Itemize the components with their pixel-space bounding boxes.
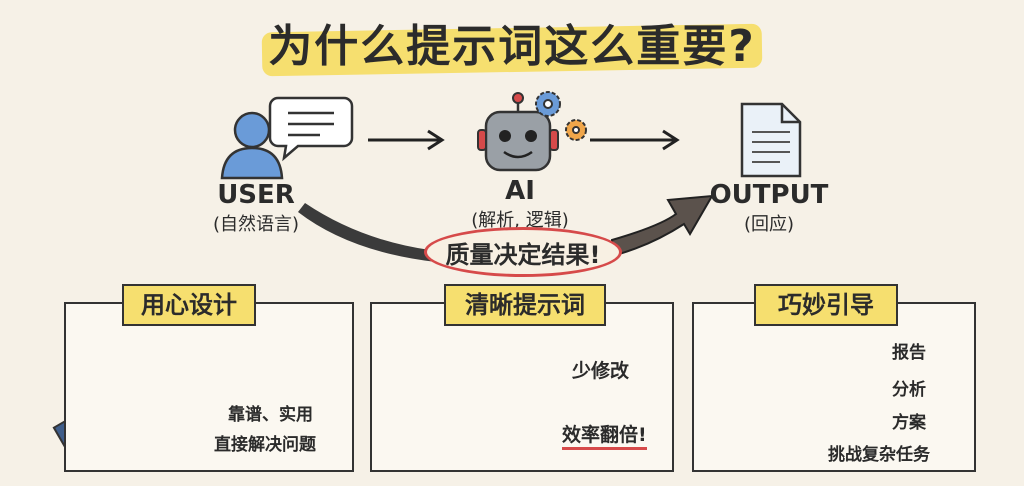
clear-item-less-edits: 少修改 xyxy=(572,360,630,382)
arrow-ai-to-output xyxy=(590,129,680,151)
guidance-item-plan: 方案 xyxy=(892,413,926,433)
clear-item-efficiency: 效率翻倍! xyxy=(562,420,647,450)
user-label: USER xyxy=(217,180,295,210)
document-icon xyxy=(740,102,802,178)
user-node: USER (自然语言) xyxy=(196,180,316,236)
page-title: 为什么提示词这么重要? xyxy=(268,21,756,72)
design-item-reliable: 靠谱、实用 xyxy=(228,405,313,425)
gear-icon xyxy=(535,91,587,141)
panel-design-tag: 用心设计 xyxy=(122,284,256,326)
panel-design xyxy=(64,302,354,472)
ai-node: AI (解析, 逻辑) xyxy=(440,176,600,232)
guidance-item-report: 报告 xyxy=(892,343,926,363)
speech-bubble-icon xyxy=(268,96,354,162)
guidance-item-analysis: 分析 xyxy=(892,380,926,400)
ai-sublabel: (解析, 逻辑) xyxy=(471,210,569,231)
user-sublabel: (自然语言) xyxy=(212,214,300,235)
panel-clear-prompt-tag: 清晰提示词 xyxy=(444,284,606,326)
big-curved-arrow xyxy=(298,194,714,262)
ai-label: AI xyxy=(505,176,535,206)
panel-guidance-tag: 巧妙引导 xyxy=(754,284,898,326)
quality-message: 质量决定结果! xyxy=(424,227,622,277)
output-node: OUTPUT (回应) xyxy=(704,180,834,236)
guidance-item-complex: 挑战复杂任务 xyxy=(828,445,930,465)
output-label: OUTPUT xyxy=(709,180,829,210)
design-item-solve: 直接解决问题 xyxy=(214,435,316,455)
panel-clear-prompt xyxy=(370,302,674,472)
output-sublabel: (回应) xyxy=(743,214,795,235)
arrow-user-to-ai xyxy=(368,129,445,151)
robot-icon xyxy=(477,92,559,172)
